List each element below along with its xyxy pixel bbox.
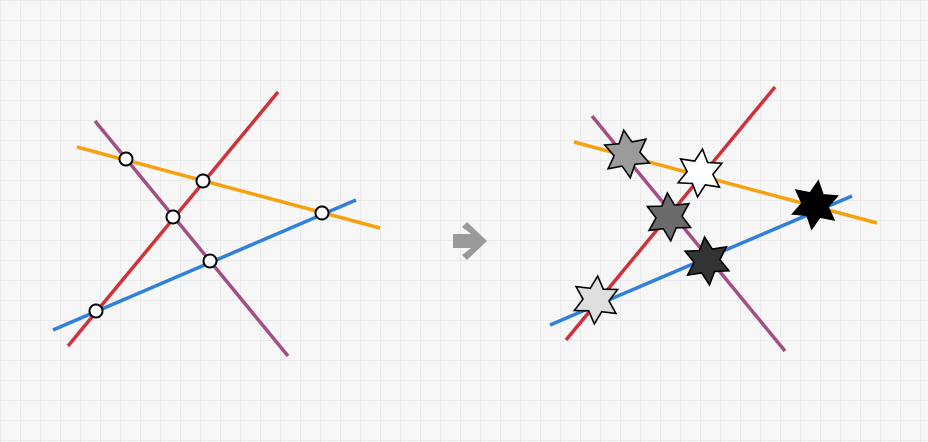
intersection-star-3 <box>645 191 693 243</box>
intersection-star-1 <box>603 128 651 180</box>
intersection-circle-1 <box>118 151 134 167</box>
left-panel-circle-intersections <box>52 90 381 358</box>
intersection-star-4 <box>791 179 839 231</box>
intersection-star-6 <box>572 274 620 326</box>
intersection-star-5 <box>683 235 731 287</box>
intersection-circle-2 <box>195 173 211 189</box>
intersection-circle-5 <box>202 253 218 269</box>
right-arrow-icon <box>453 222 487 260</box>
intersection-circle-3 <box>165 209 181 225</box>
intersection-star-2 <box>676 147 724 199</box>
right-panel-star-intersections <box>549 85 878 353</box>
intersection-circle-6 <box>88 303 104 319</box>
intersection-circle-4 <box>314 205 330 221</box>
